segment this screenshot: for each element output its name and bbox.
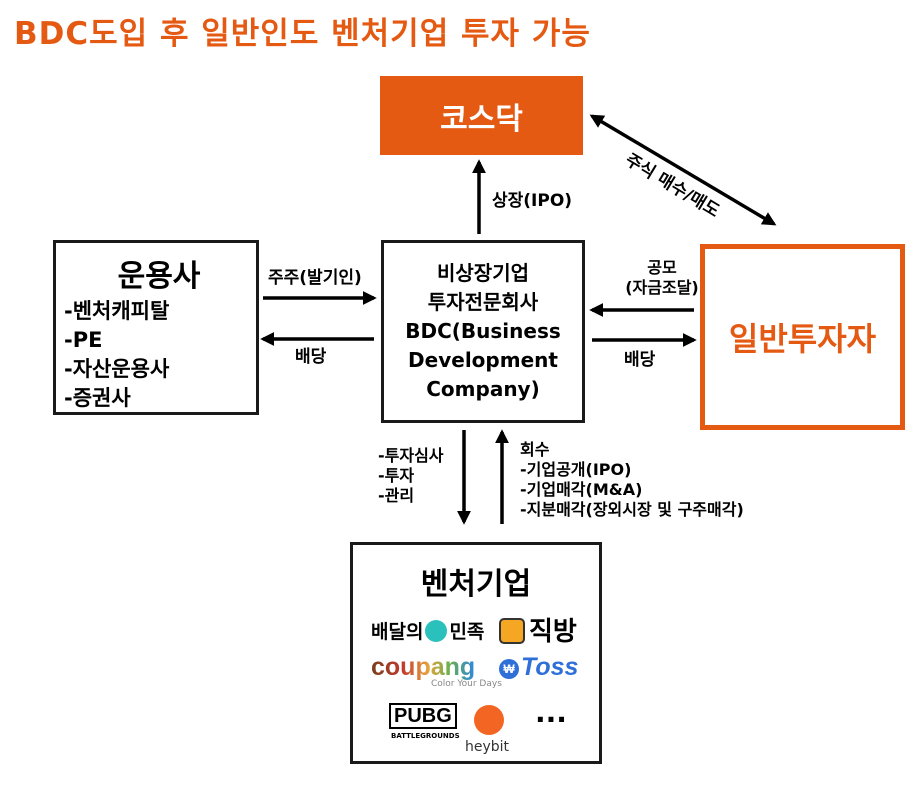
offering-label-line: 공모 (647, 258, 677, 277)
coupang-logo: coupang (371, 653, 475, 682)
retail-investor-box: 일반투자자 (700, 244, 905, 430)
venture-box: 벤처기업 배달의 민족 직방 coupang Color Your Days ₩T… (350, 542, 602, 764)
offering-label: 공모 (자금조달) (622, 258, 702, 298)
bdc-line: 비상장기업 (437, 261, 529, 285)
more-ellipsis: ··· (535, 703, 567, 736)
venture-heading: 벤처기업 (420, 567, 532, 602)
dividend-left-label: 배당 (295, 347, 327, 367)
recovery-label: 회수 -기업공개(IPO) -기업매각(M&A) -지분매각(장외시장 및 구주… (520, 440, 744, 520)
asset-manager-heading: 운용사 (117, 259, 201, 294)
recovery-line: -기업공개(IPO) (520, 460, 632, 479)
recovery-line: 회수 (520, 440, 550, 459)
zigbang-text: 직방 (529, 617, 577, 647)
pubg-text: PUBG (389, 703, 457, 729)
rider-icon (425, 620, 448, 642)
baemin-text-b: 민족 (449, 621, 485, 643)
toss-text: Toss (521, 653, 579, 681)
ipo-label: 상장(IPO) (492, 191, 573, 211)
kosdaq-box: 코스닥 (380, 76, 583, 155)
offering-label-line: (자금조달) (625, 278, 699, 297)
kosdaq-label: 코스닥 (440, 101, 523, 137)
shares-label: 주주(발기인) (268, 268, 362, 288)
bdc-line: Development (408, 348, 558, 372)
asset-manager-item: -벤처캐피탈 (64, 299, 170, 323)
bdc-line: Company) (426, 377, 540, 401)
coupang-tagline: Color Your Days (431, 679, 502, 689)
coupang-text: coupang (371, 653, 476, 681)
pubg-subtitle: BATTLEGROUNDS (391, 732, 460, 740)
invest-process-line: -투자 (378, 466, 415, 485)
heybit-icon (474, 705, 504, 735)
bdc-line: 투자전문회사 (427, 290, 539, 314)
trade-arrow (589, 114, 777, 226)
heybit-text: heybit (465, 739, 510, 755)
asset-manager-item: -자산운용사 (64, 357, 170, 381)
asset-manager-item: -PE (64, 328, 103, 352)
toss-logo: ₩Toss (499, 653, 578, 682)
bdc-line: BDC(Business (405, 319, 561, 343)
baemin-text-a: 배달의 (371, 621, 424, 643)
bdc-box: 비상장기업 투자전문회사 BDC(Business Development Co… (381, 240, 585, 423)
recovery-line: -기업매각(M&A) (520, 480, 643, 499)
toss-coin-icon: ₩ (499, 659, 519, 679)
pubg-logo: PUBG (389, 703, 457, 729)
invest-process-line: -관리 (378, 486, 415, 505)
dividend-right-label: 배당 (624, 350, 656, 370)
retail-investor-label: 일반투자자 (728, 320, 877, 358)
baemin-logo: 배달의 민족 (371, 617, 484, 644)
invest-process-label: -투자심사 -투자 -관리 (378, 446, 444, 506)
invest-process-line: -투자심사 (378, 446, 444, 465)
page-title: BDC도입 후 일반인도 벤처기업 투자 가능 (14, 16, 591, 52)
zigbang-logo: 직방 (499, 611, 577, 648)
asset-manager-box: 운용사 -벤처캐피탈 -PE -자산운용사 -증권사 (53, 240, 259, 415)
recovery-line: -지분매각(장외시장 및 구주매각) (520, 500, 744, 519)
house-icon (499, 618, 525, 644)
asset-manager-item: -증권사 (64, 386, 131, 410)
